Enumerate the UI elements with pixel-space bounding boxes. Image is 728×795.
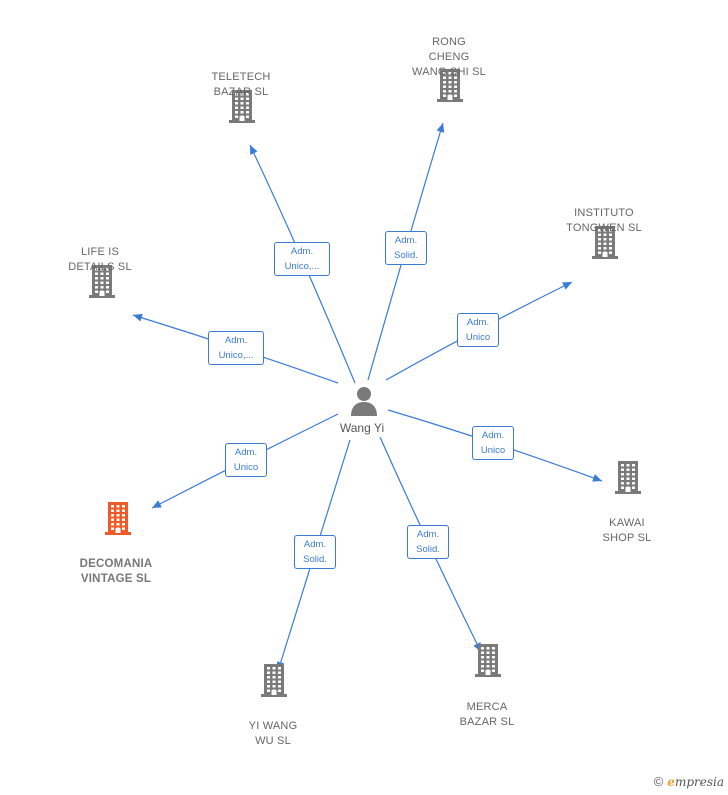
building-icon[interactable] [590,225,620,264]
arrow-head-life-is [133,313,143,322]
company-label-life-is[interactable]: LIFE IS DETAILS SL [68,246,132,273]
brand-rest: mpresia [674,774,724,789]
role-box-instituto: Adm. Unico [457,313,499,347]
company-label-yi-wang[interactable]: YI WANG WU SL [248,720,298,747]
role-box-teletech: Adm. Unico,... [274,242,330,276]
building-icon[interactable] [473,643,503,682]
building-icon[interactable] [435,68,465,107]
brand-footer: © empresia [654,774,724,789]
person-name[interactable]: Wang Yi [339,421,385,435]
copyright-symbol: © [653,774,664,789]
company-label-instituto[interactable]: INSTITUTO TONGWEN SL [566,207,642,234]
role-box-decomania: Adm. Unico [225,443,267,477]
arrow-head-kawai [592,474,602,482]
role-box-yi-wang: Adm. Solid. [294,535,336,569]
building-icon[interactable] [103,501,133,540]
arrow-head-teletech [250,145,258,155]
company-label-teletech[interactable]: TELETECH BAZAR SL [211,71,271,98]
arrow-head-rong-cheng [436,123,445,133]
building-icon[interactable] [259,663,289,702]
role-box-life-is: Adm. Unico,... [208,331,264,365]
company-label-kawai[interactable]: KAWAI SHOP SL [602,517,652,544]
brand-initial: e [667,774,675,789]
arrow-head-decomania [152,500,162,508]
building-icon[interactable] [613,460,643,499]
arrow-head-instituto [562,282,572,290]
company-label-rong-cheng[interactable]: RONG CHENG WANG SHI SL [412,36,486,78]
brand-name[interactable]: empresia [667,775,724,789]
person-icon[interactable] [350,386,378,421]
role-box-rong-cheng: Adm. Solid. [385,231,427,265]
company-label-merca[interactable]: MERCA BAZAR SL [459,701,515,728]
building-icon[interactable] [87,264,117,303]
role-box-kawai: Adm. Unico [472,426,514,460]
role-box-merca: Adm. Solid. [407,525,449,559]
building-icon[interactable] [227,89,257,128]
company-label-decomania[interactable]: DECOMANIA VINTAGE SL [79,558,153,585]
